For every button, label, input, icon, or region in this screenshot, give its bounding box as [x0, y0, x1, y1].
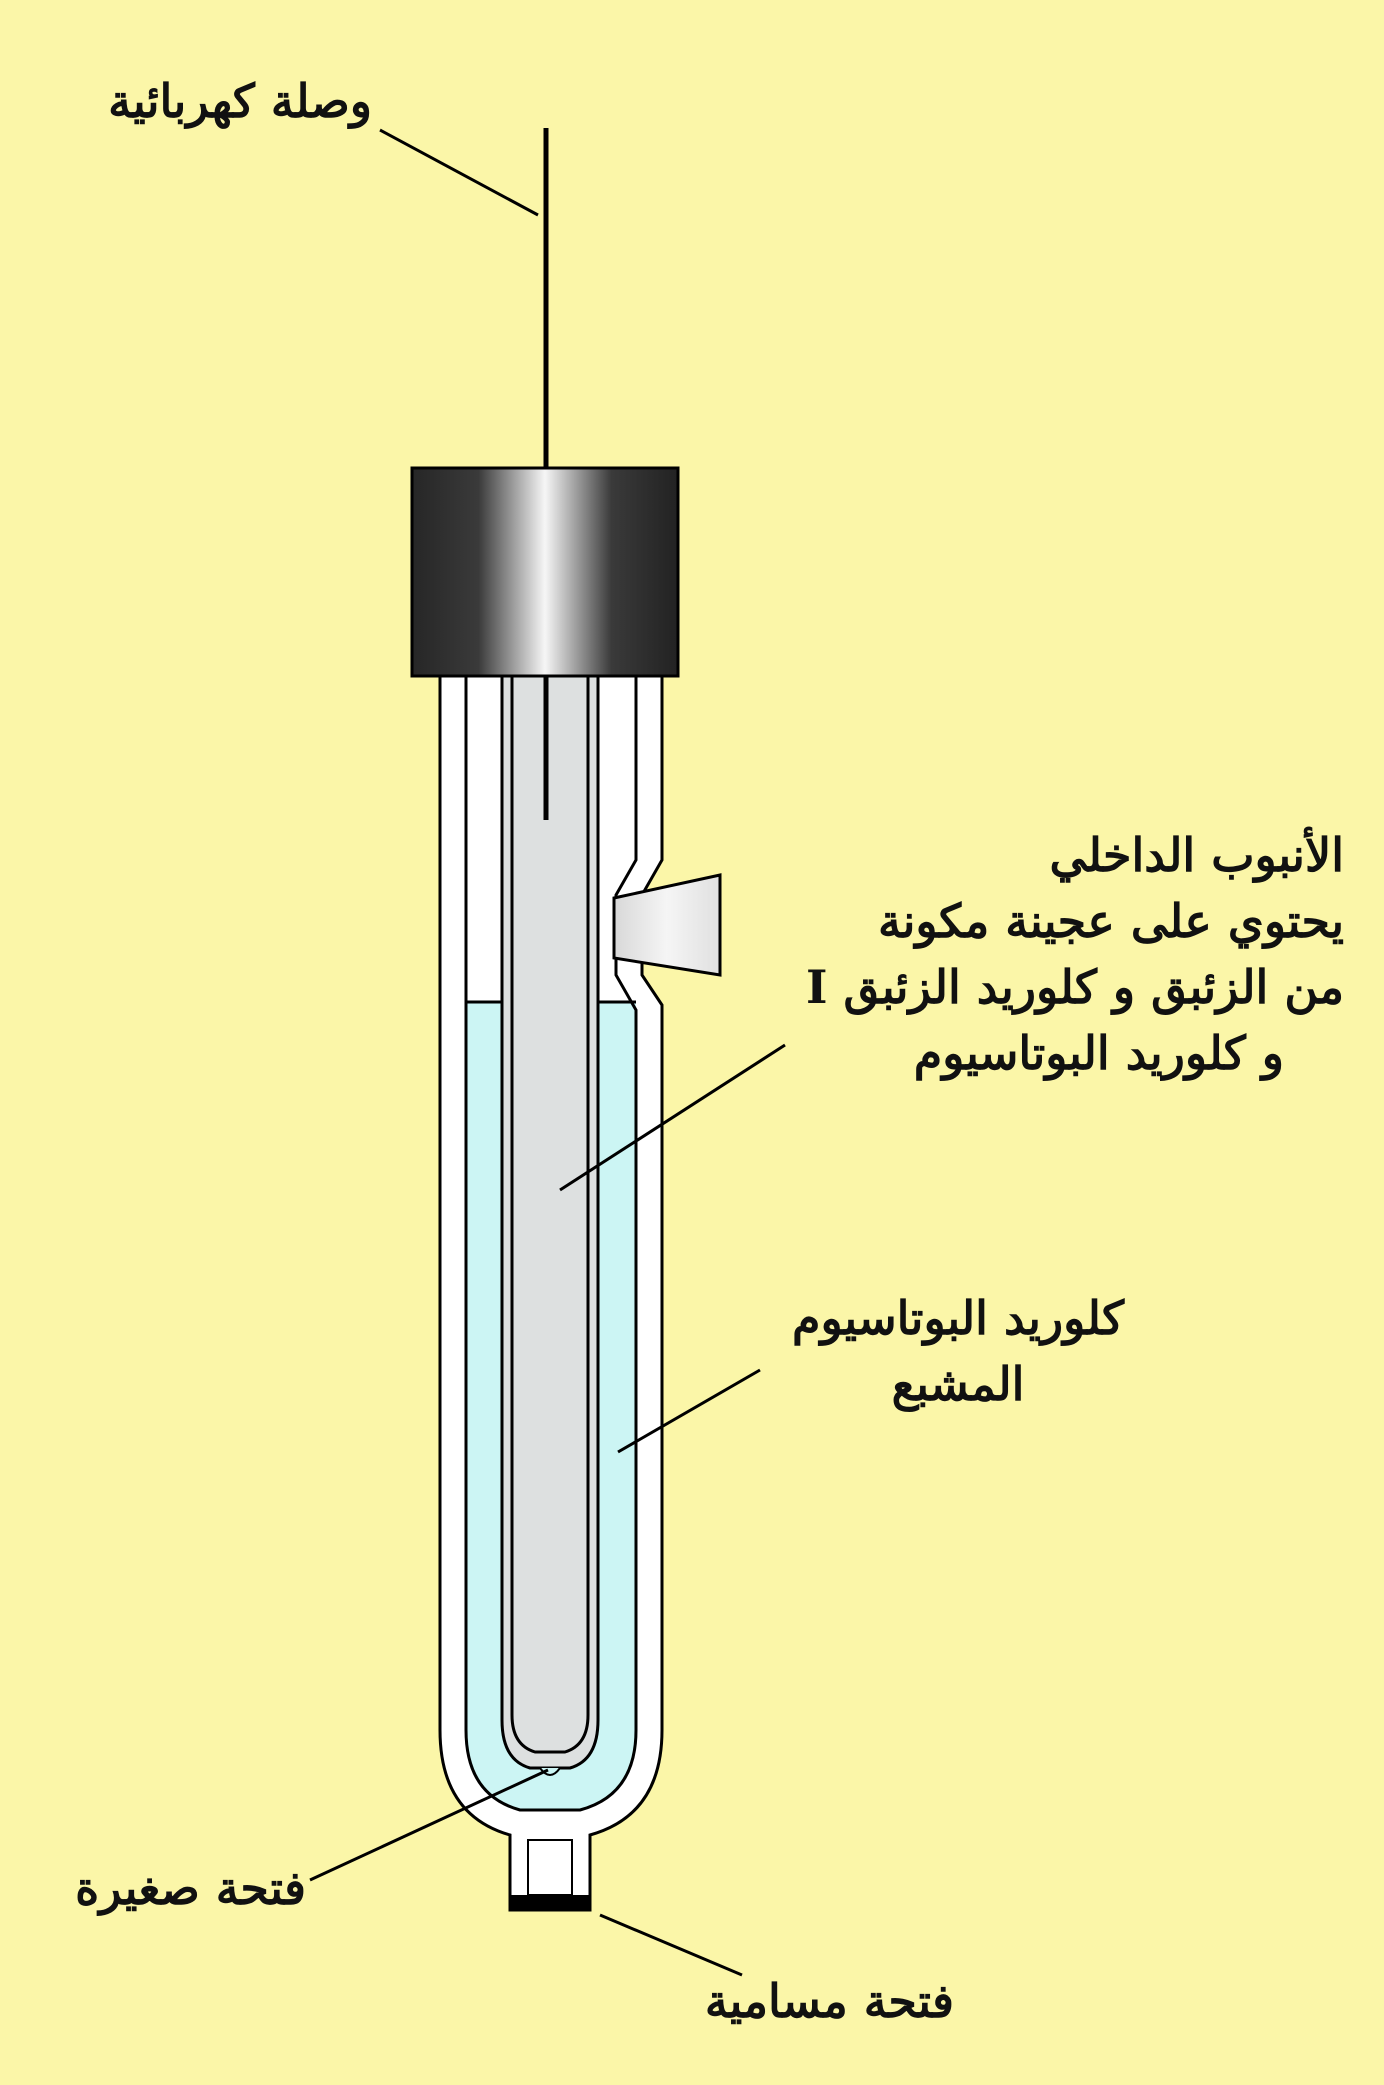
label-electrical-connection: وصلة كهربائية	[108, 74, 372, 128]
leader-porous-opening	[599, 1913, 743, 1977]
inner-tube-inner-wall	[510, 675, 590, 1754]
inner-tube	[500, 673, 600, 1770]
porous-frit-plug	[510, 1895, 590, 1910]
label-inner-tube-line-1: الأنبوب الداخلي	[1049, 828, 1344, 882]
label-inner-tube-line-3: من الزئبق و كلوريد الزئبق I	[806, 960, 1344, 1014]
side-stopper	[612, 873, 722, 977]
leader-inner-tube	[559, 1043, 786, 1192]
label-saturated-kcl-line-1: كلوريد البوتاسيوم	[792, 1291, 1124, 1345]
porous-frit	[527, 1839, 573, 1896]
electrode-cap	[410, 466, 680, 678]
label-inner-tube: الأنبوب الداخلي يحتوي على عجينة مكونة من…	[806, 822, 1344, 1086]
leader-electrical-connection	[379, 128, 539, 217]
leader-small-opening	[309, 1768, 549, 1882]
label-inner-tube-line-2: يحتوي على عجينة مكونة	[877, 894, 1344, 948]
inner-glass-wall	[464, 675, 638, 1812]
label-saturated-kcl: كلوريد البوتاسيوم المشبع	[792, 1285, 1124, 1417]
leader-saturated-kcl	[617, 1368, 761, 1454]
label-inner-tube-line-4: و كلوريد البوتاسيوم	[913, 1026, 1284, 1080]
label-small-opening: فتحة صغيرة	[75, 1861, 306, 1915]
label-porous-opening: فتحة مسامية	[704, 1974, 954, 2028]
label-saturated-kcl-line-2: المشبع	[891, 1357, 1025, 1411]
